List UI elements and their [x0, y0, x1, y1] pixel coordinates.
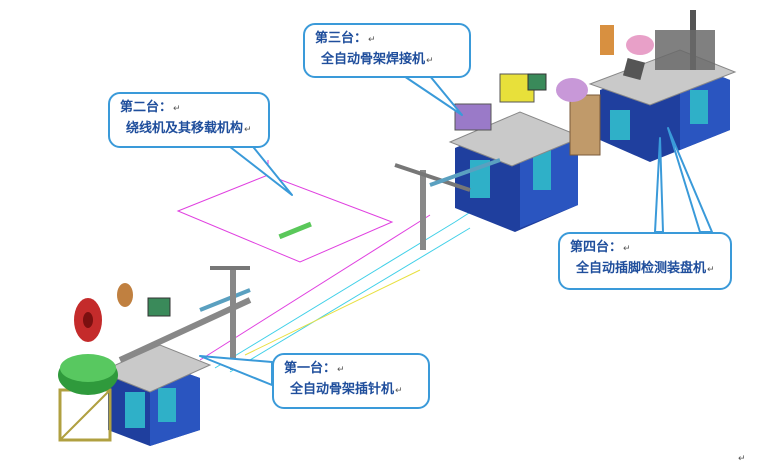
callout-station2: 第二台：↵ 绕线机及其移载机构↵: [108, 92, 270, 148]
return-mark: ↵: [368, 35, 376, 45]
return-mark: ↵: [707, 265, 715, 275]
station4-description: 全自动插脚检测装盘机: [576, 261, 707, 276]
paragraph-mark: ↵: [738, 454, 746, 464]
station3-machine: [394, 73, 584, 250]
return-mark: ↵: [337, 365, 345, 375]
return-mark: ↵: [173, 104, 181, 114]
station3-number: 第三台：: [315, 31, 368, 46]
station4-machine: [556, 10, 737, 162]
station2-number: 第二台：: [120, 100, 173, 115]
station3-description: 全自动骨架焊接机: [321, 52, 426, 67]
guide-lines: [176, 160, 521, 373]
station1-number: 第一台：: [284, 361, 337, 376]
station1-machine: [58, 266, 252, 446]
station2-description: 绕线机及其移载机构: [126, 121, 244, 136]
return-mark: ↵: [426, 56, 434, 66]
station4-number: 第四台：: [570, 240, 623, 255]
coil-part: [278, 221, 312, 240]
station2-footprint: [176, 174, 394, 263]
return-mark: ↵: [623, 244, 631, 254]
callout-station3: 第三台：↵ 全自动骨架焊接机↵: [303, 23, 471, 78]
callout-station1: 第一台：↵ 全自动骨架插针机↵: [272, 353, 430, 409]
callout-station4: 第四台：↵ 全自动插脚检测装盘机↵: [558, 232, 732, 290]
return-mark: ↵: [395, 386, 403, 396]
station1-description: 全自动骨架插针机: [290, 382, 395, 397]
return-mark: ↵: [244, 125, 252, 135]
